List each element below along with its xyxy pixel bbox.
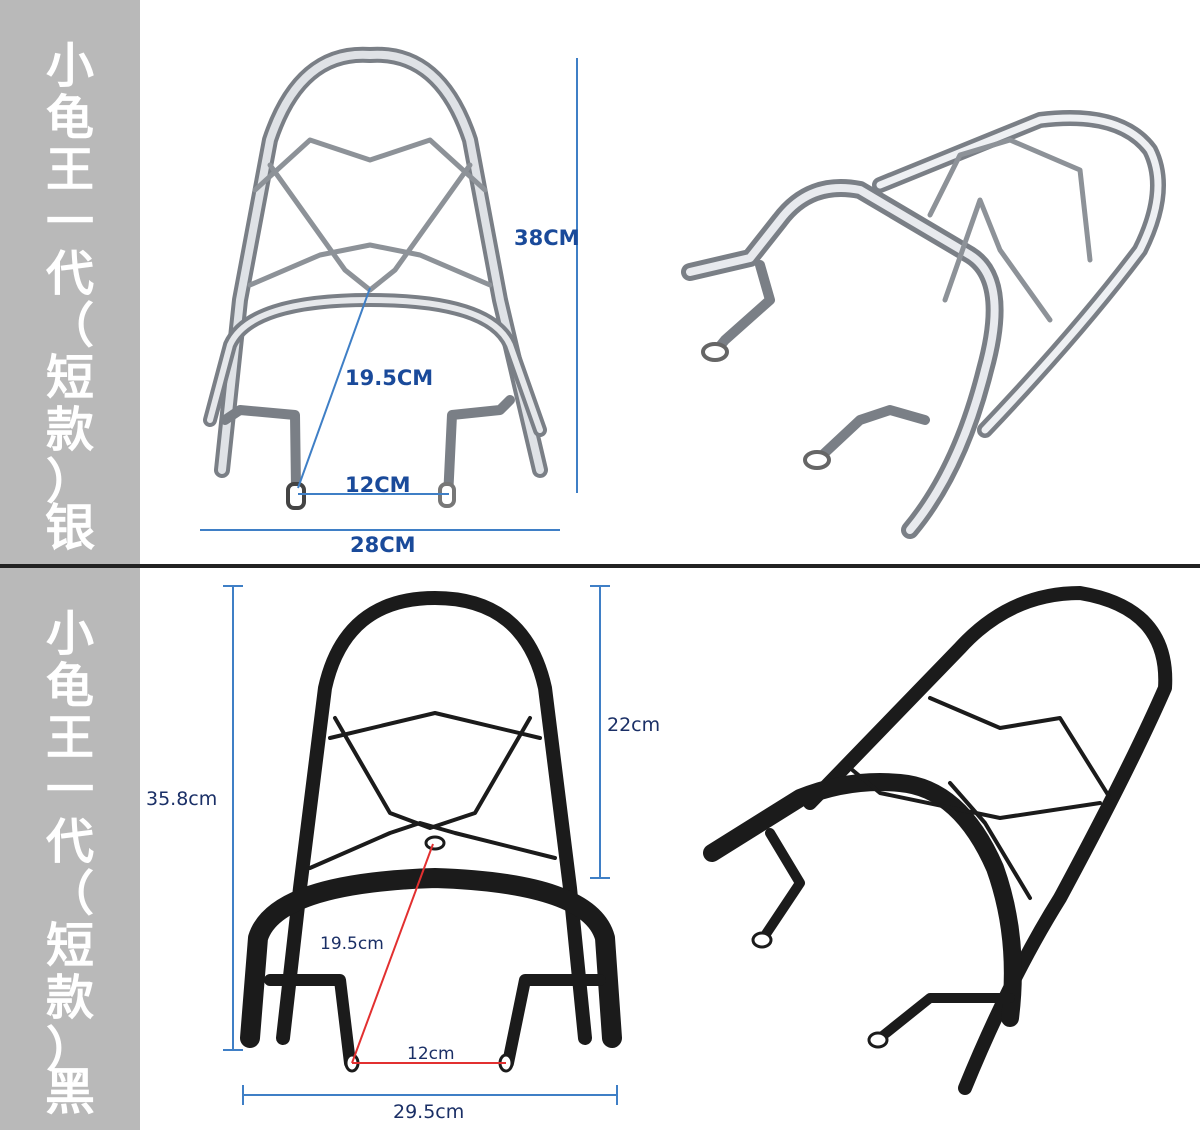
- char: 款: [45, 402, 94, 458]
- black-height-dimension: 35.8cm: [146, 788, 218, 810]
- black-rack-drawings: [223, 585, 1173, 1105]
- black-model-name: 小 龟 王 一 代 （ 短 款 ）: [0, 608, 140, 1076]
- silver-model-name: 小 龟 王 一 代 （ 短 款 ）: [0, 40, 140, 508]
- silver-rack-drawings: [200, 46, 1166, 539]
- silver-diagonal-dimension: 19.5CM: [345, 366, 434, 390]
- silver-variant-panel: 小 龟 王 一 代 （ 短 款 ） 银: [0, 0, 1166, 566]
- silver-rack-front-view: [203, 46, 548, 510]
- char: 款: [45, 970, 94, 1026]
- char: 一: [45, 194, 94, 250]
- black-rack-perspective-view: [703, 586, 1173, 1095]
- char: 代: [45, 814, 94, 870]
- silver-rack-perspective-view: [681, 110, 1166, 539]
- char: 小: [45, 606, 94, 662]
- black-rack-front-view: [240, 591, 622, 1073]
- char: 代: [45, 246, 94, 302]
- char: ）: [45, 454, 94, 510]
- black-dimension-lines: [223, 585, 618, 1105]
- black-side-label: 小 龟 王 一 代 （ 短 款 ） 黑: [0, 568, 140, 1130]
- char: 王: [45, 710, 94, 766]
- black-total-width-dimension: 29.5cm: [393, 1101, 465, 1123]
- silver-total-width-dimension: 28CM: [350, 533, 416, 557]
- char: （: [45, 866, 94, 922]
- black-diagonal-dimension: 19.5cm: [320, 934, 384, 954]
- panel-divider: [0, 564, 1200, 568]
- char: （: [45, 298, 94, 354]
- silver-height-dimension: 38CM: [514, 226, 580, 250]
- black-mount-width-dimension: 12cm: [407, 1044, 455, 1064]
- char: 龟: [45, 658, 94, 714]
- char: 短: [45, 918, 94, 974]
- black-variant-panel: 小 龟 王 一 代 （ 短 款 ） 黑: [0, 568, 1200, 1130]
- char: 小: [45, 38, 94, 94]
- black-upper-height-dimension: 22cm: [607, 714, 661, 736]
- black-red-dimension-lines: [351, 843, 506, 1064]
- char: ）: [45, 1022, 94, 1078]
- silver-mount-width-dimension: 12CM: [345, 473, 411, 497]
- char: 龟: [45, 90, 94, 146]
- silver-side-label: 小 龟 王 一 代 （ 短 款 ） 银: [0, 0, 140, 566]
- char: 一: [45, 762, 94, 818]
- silver-color-label: 银: [45, 499, 95, 557]
- silver-dimension-lines: [200, 58, 578, 531]
- char: 王: [45, 142, 94, 198]
- char: 短: [45, 350, 94, 406]
- black-color-label: 黑: [45, 1063, 95, 1121]
